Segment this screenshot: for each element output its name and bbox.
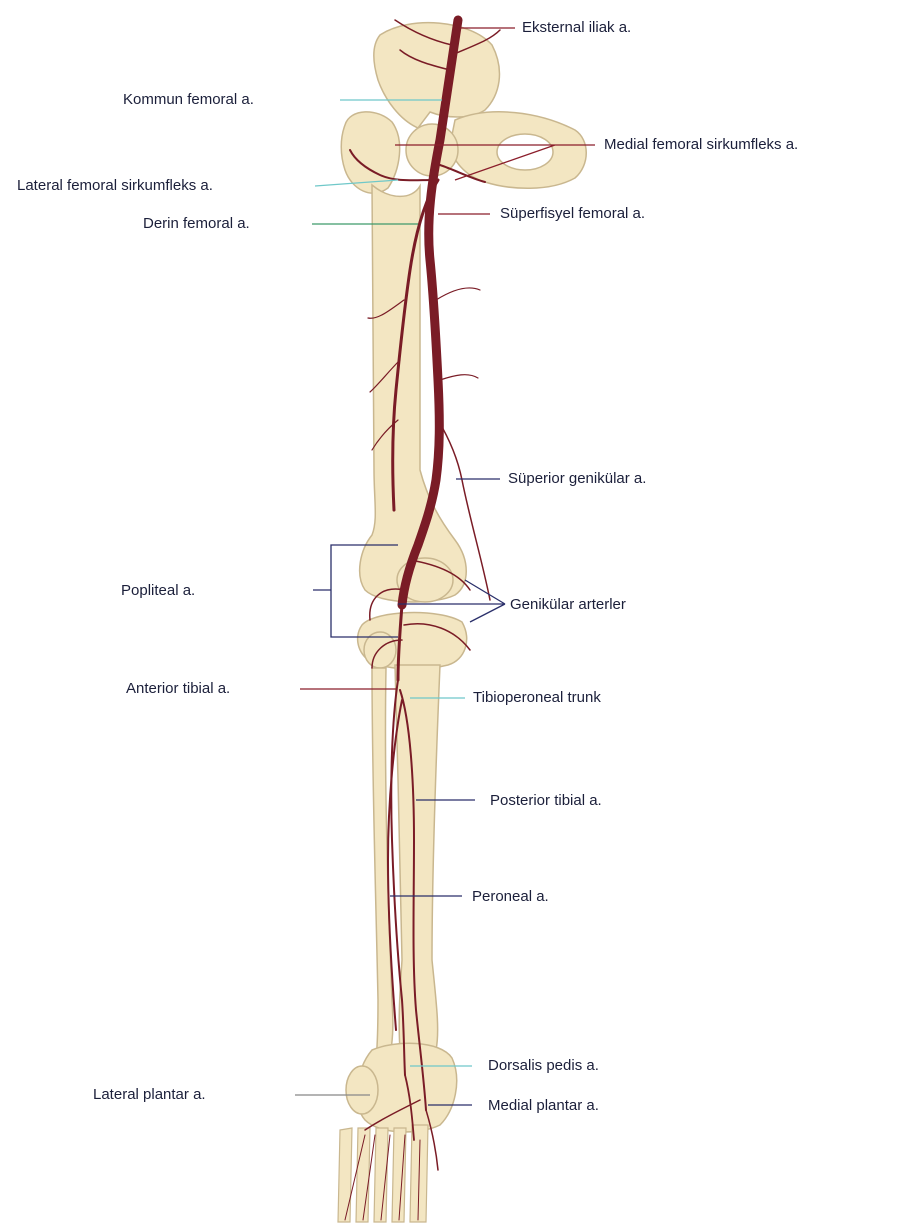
fibula-shaft <box>372 668 393 1060</box>
label-peroneal: Peroneal a. <box>472 888 549 906</box>
label-genikular-arterler: Genikülar arterler <box>510 596 626 614</box>
pelvis-bone <box>374 23 500 128</box>
label-superior-genikular: Süperior genikülar a. <box>508 470 646 488</box>
label-tibioperoneal-trunk: Tibioperoneal trunk <box>473 689 601 707</box>
label-popliteal: Popliteal a. <box>121 582 195 600</box>
label-dorsalis-pedis: Dorsalis pedis a. <box>488 1057 599 1075</box>
label-posterior-tibial: Posterior tibial a. <box>490 792 602 810</box>
label-anterior-tibial: Anterior tibial a. <box>126 680 230 698</box>
label-lateral-plantar: Lateral plantar a. <box>93 1086 206 1104</box>
label-medial-plantar: Medial plantar a. <box>488 1097 599 1115</box>
label-eksternal-iliak: Eksternal iliak a. <box>522 19 631 37</box>
calcaneus <box>346 1066 378 1114</box>
obturator-foramen <box>497 134 553 170</box>
skeleton <box>338 23 586 1222</box>
label-medial-femoral-sirkumfleks: Medial femoral sirkumfleks a. <box>604 136 798 154</box>
label-derin-femoral: Derin femoral a. <box>143 215 250 233</box>
label-kommun-femoral: Kommun femoral a. <box>123 91 254 109</box>
label-superfisyel-femoral: Süperfisyel femoral a. <box>500 205 645 223</box>
label-lateral-femoral-sirkumfleks: Lateral femoral sirkumfleks a. <box>17 177 213 195</box>
